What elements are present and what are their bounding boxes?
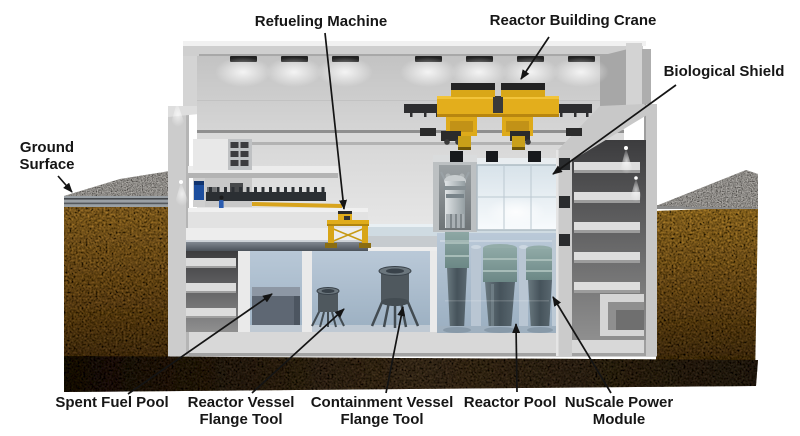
power-module-1 bbox=[445, 230, 469, 330]
fuel-rack bbox=[206, 187, 342, 208]
right-gallery bbox=[556, 104, 652, 356]
arrow-containment-vessel-flange-tool bbox=[385, 306, 406, 394]
spent-fuel-pool bbox=[250, 251, 302, 332]
left-outer-wall bbox=[168, 108, 188, 356]
pool-vents bbox=[450, 151, 541, 162]
label-reactor-building-crane: Reactor Building Crane bbox=[489, 12, 657, 29]
left-wall-lights bbox=[170, 99, 190, 206]
label-containment-vessel-flange-tool: Containment Vessel Flange Tool bbox=[310, 394, 454, 428]
flange-tool-pool bbox=[311, 251, 430, 332]
module-enclosure bbox=[433, 155, 477, 232]
gallery-slabs bbox=[574, 162, 644, 336]
operating-floor bbox=[186, 208, 443, 257]
fuel-racks-top bbox=[252, 287, 300, 296]
label-nuscale-power-module: NuScale Power Module bbox=[564, 394, 674, 428]
soil-under-building bbox=[64, 356, 758, 392]
control-room-front bbox=[193, 139, 228, 170]
arrow-refueling-machine bbox=[324, 32, 348, 210]
label-ground-surface: Ground Surface bbox=[19, 139, 75, 173]
bay-divider-walls bbox=[471, 238, 558, 330]
arrow-nuscale-power-module bbox=[552, 296, 612, 394]
left-gallery-slabs bbox=[186, 258, 236, 318]
reactor-pool bbox=[368, 224, 558, 333]
nuscale-power-modules bbox=[445, 230, 552, 330]
containment-vessel-flange-tool bbox=[370, 266, 420, 328]
label-spent-fuel-pool: Spent Fuel Pool bbox=[55, 394, 169, 411]
crane-hook-left bbox=[458, 136, 471, 150]
label-biological-shield: Biological Shield bbox=[663, 63, 785, 80]
pools-section bbox=[186, 251, 443, 332]
ground-surface-top-left bbox=[64, 171, 170, 196]
soil-right bbox=[656, 207, 758, 378]
arrow-spent-fuel-pool bbox=[127, 293, 273, 395]
ceiling-lights bbox=[215, 56, 609, 87]
left-upper-wall bbox=[183, 42, 199, 112]
ground-surface-top-right bbox=[656, 170, 758, 208]
module-internals bbox=[440, 171, 470, 228]
right-inner-wall bbox=[600, 49, 628, 108]
soil-left bbox=[64, 200, 170, 390]
light-glows bbox=[215, 57, 609, 87]
arrow-reactor-vessel-flange-tool bbox=[251, 308, 345, 394]
arrow-reactor-pool bbox=[512, 323, 521, 393]
refueling-machine bbox=[325, 211, 371, 248]
reactor-building-crane bbox=[404, 83, 592, 150]
fuel-racks bbox=[252, 296, 300, 326]
power-module-3 bbox=[526, 245, 552, 330]
right-outer-wall bbox=[644, 104, 657, 356]
label-reactor-pool: Reactor Pool bbox=[463, 394, 557, 411]
arrow-biological-shield bbox=[552, 84, 677, 175]
right-corner-column bbox=[626, 43, 642, 105]
mezzanine bbox=[188, 139, 342, 214]
terrain bbox=[64, 170, 758, 392]
annotation-arrows bbox=[57, 32, 677, 395]
arrow-reactor-building-crane bbox=[520, 36, 550, 80]
arrow-ground-surface bbox=[57, 175, 73, 193]
blue-cabinet bbox=[194, 181, 204, 200]
crane-hook-right bbox=[512, 136, 525, 150]
crane-rail bbox=[197, 130, 624, 145]
biological-shield-panel bbox=[476, 158, 558, 231]
power-module-2 bbox=[483, 244, 517, 330]
label-refueling-machine: Refueling Machine bbox=[254, 13, 388, 30]
label-reactor-vessel-flange-tool: Reactor Vessel Flange Tool bbox=[187, 394, 295, 428]
